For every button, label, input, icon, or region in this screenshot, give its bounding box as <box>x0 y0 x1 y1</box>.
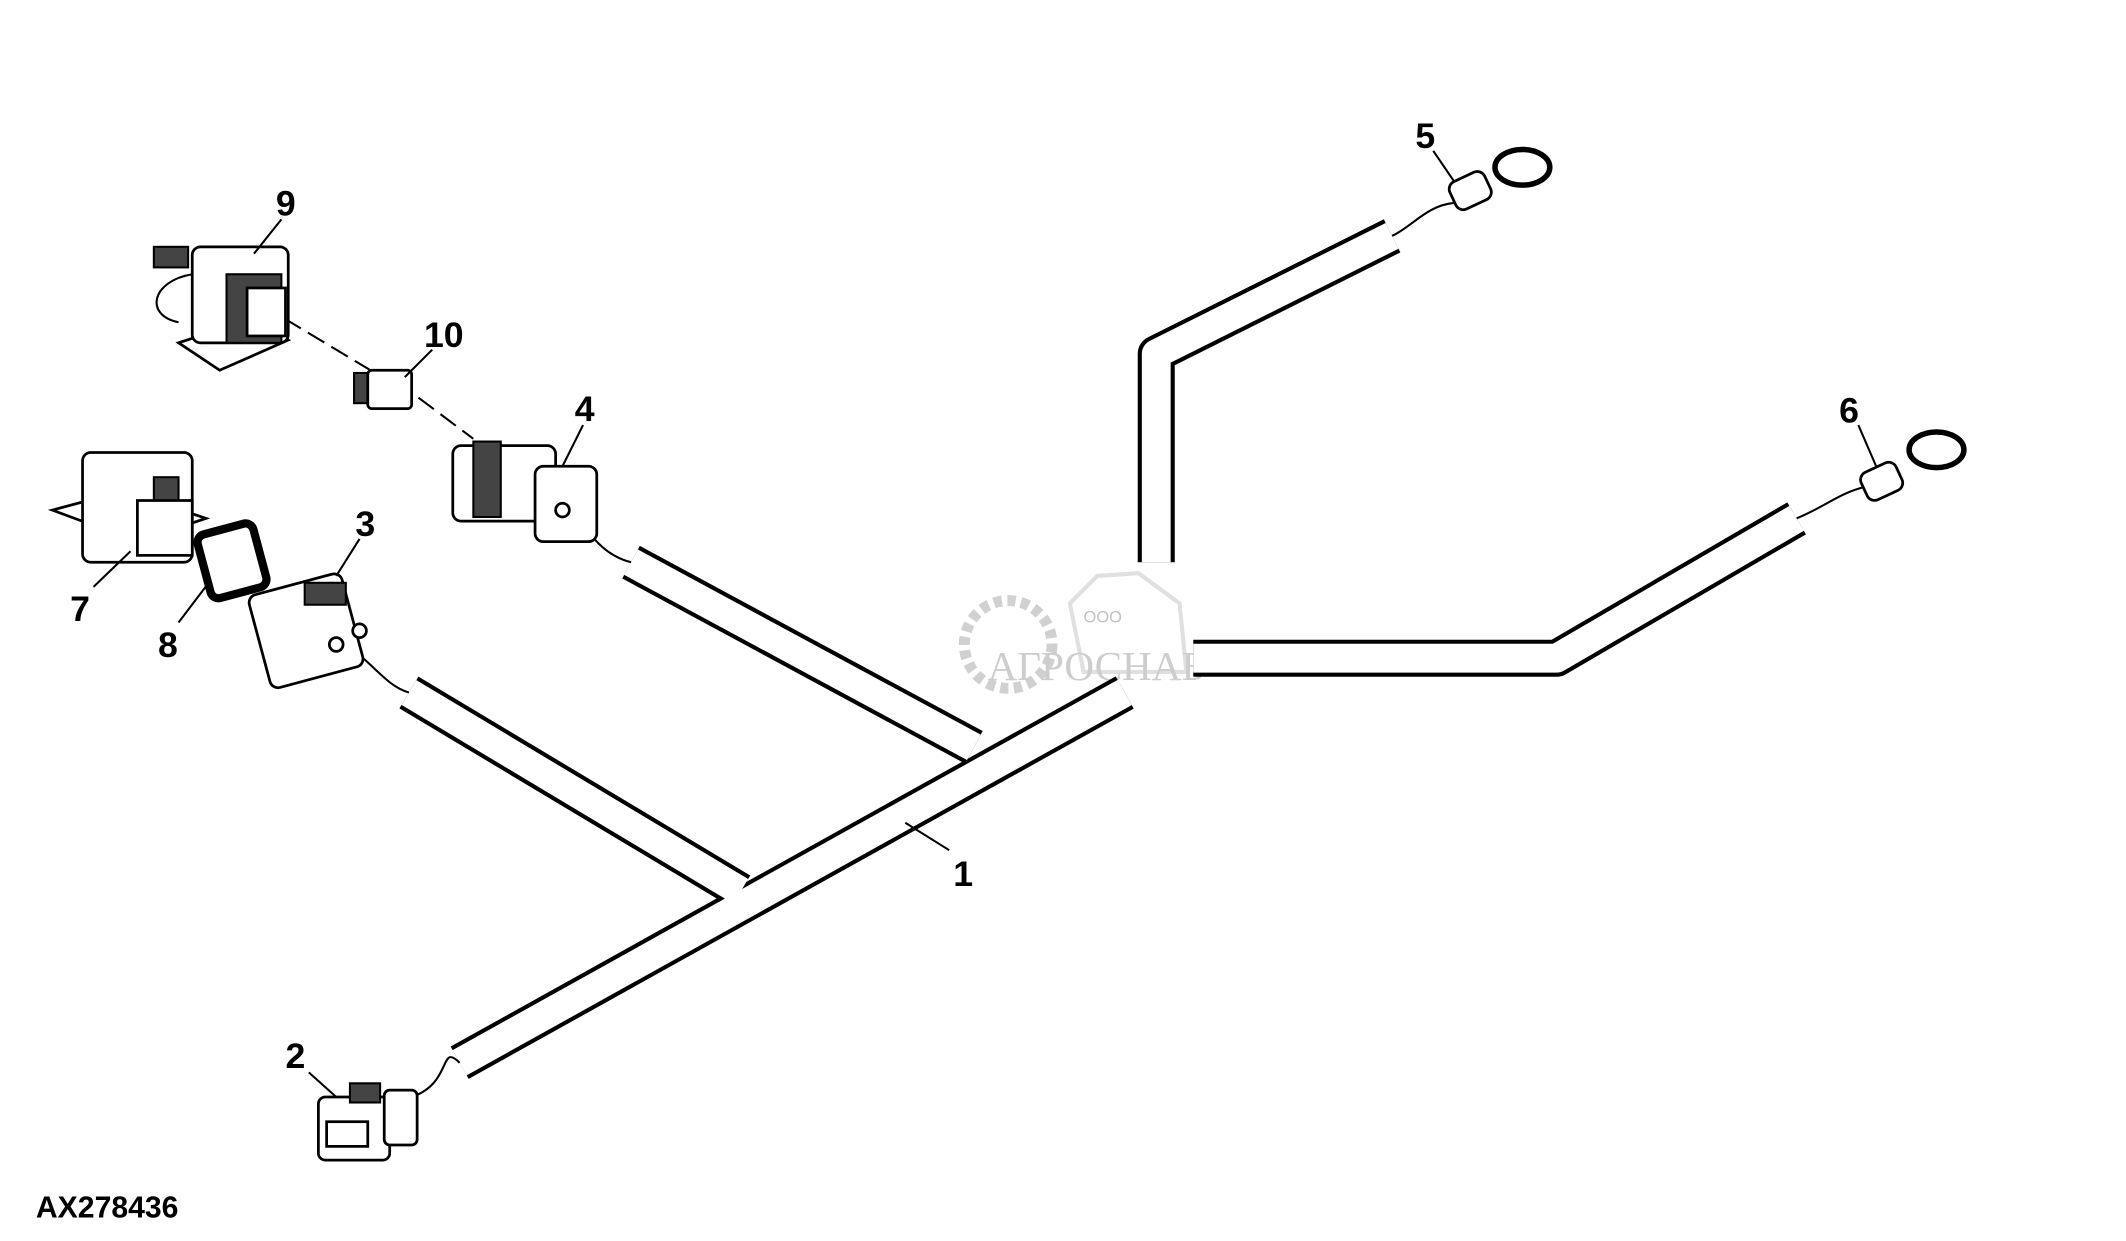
callout-9: 9 <box>276 183 296 223</box>
callout-10: 10 <box>424 315 464 355</box>
callout-1: 1 <box>953 854 973 894</box>
connector-9 <box>152 245 292 372</box>
harness-main <box>399 219 1806 1079</box>
callout-5: 5 <box>1415 116 1435 156</box>
callout-2: 2 <box>285 1036 305 1076</box>
watermark-name: АГРОСНАБ <box>988 643 1206 689</box>
terminal-10 <box>353 368 414 411</box>
callout-4: 4 <box>575 389 595 429</box>
ring-terminal-6 <box>1859 429 1967 502</box>
watermark-prefix: ООО <box>1084 609 1122 627</box>
callout-7: 7 <box>70 589 90 629</box>
watermark-logo: ООО АГРОСНАБ <box>958 571 1206 694</box>
seal-8 <box>193 519 271 603</box>
figure-id: AX278436 <box>36 1192 179 1225</box>
ring-terminal-5 <box>1447 146 1553 212</box>
connector-4 <box>451 440 599 544</box>
callout-6: 6 <box>1839 390 1859 430</box>
leader-lines <box>92 150 1878 1098</box>
connector-3 <box>247 572 368 690</box>
callout-8: 8 <box>158 625 178 665</box>
component-7 <box>47 451 211 564</box>
callout-3: 3 <box>355 504 375 544</box>
connector-2 <box>317 1082 419 1162</box>
